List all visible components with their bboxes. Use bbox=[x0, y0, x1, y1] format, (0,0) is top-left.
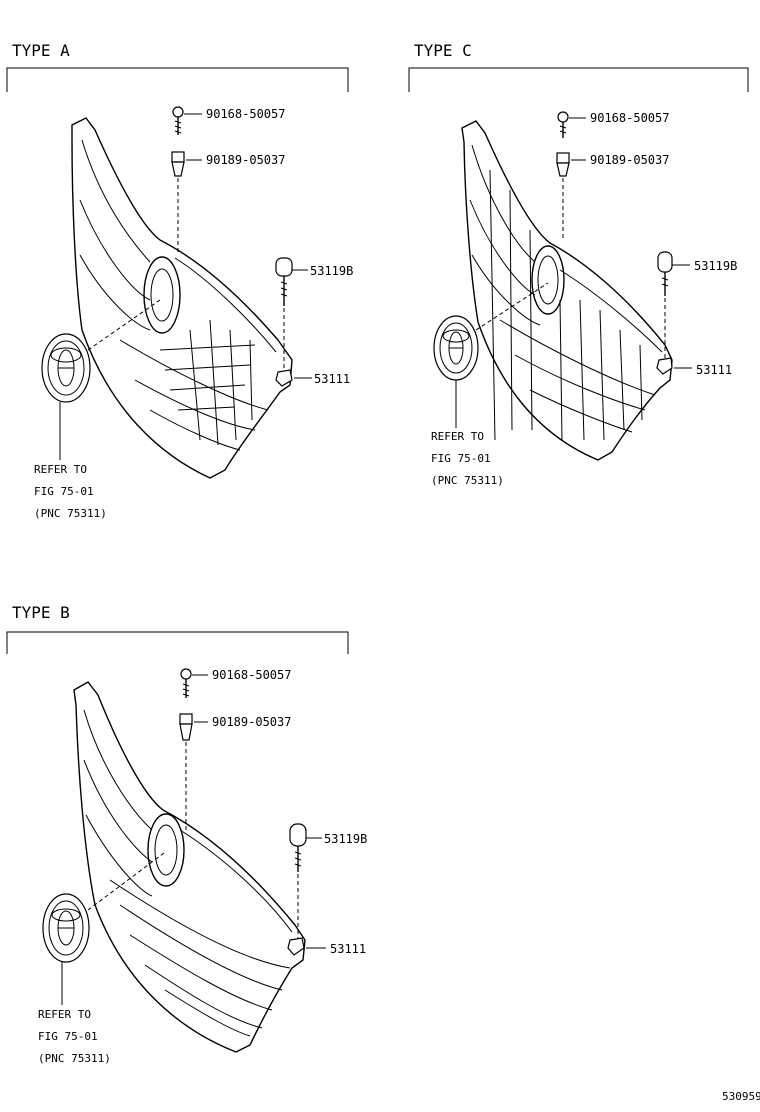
radiator-grille bbox=[73, 681, 306, 1053]
panel-title: TYPE C bbox=[414, 41, 472, 60]
part-label-pin: 53119B bbox=[310, 264, 353, 278]
part-label-clip: 90189-05037 bbox=[212, 715, 291, 729]
panel-bracket bbox=[6, 67, 349, 92]
refer-line-3: (PNC 75311) bbox=[38, 1052, 111, 1065]
clip-nut bbox=[171, 151, 185, 177]
part-label-grille: 53111 bbox=[314, 372, 350, 386]
part-label-grille: 53111 bbox=[696, 363, 732, 377]
grille-emblem bbox=[42, 893, 90, 963]
grille-emblem bbox=[41, 333, 91, 403]
pin bbox=[657, 251, 673, 296]
refer-line-2: FIG 75-01 bbox=[431, 452, 491, 465]
part-label-screw: 90168-50057 bbox=[212, 668, 291, 682]
part-label-pin: 53119B bbox=[694, 259, 737, 273]
panel-type-a: TYPE A bbox=[6, 41, 353, 520]
clip-nut bbox=[179, 713, 193, 741]
screw bbox=[557, 111, 569, 138]
refer-line-2: FIG 75-01 bbox=[38, 1030, 98, 1043]
clip-nut bbox=[556, 152, 570, 177]
refer-line-3: (PNC 75311) bbox=[431, 474, 504, 487]
pin bbox=[289, 823, 307, 872]
figure-code: 530959E bbox=[722, 1090, 760, 1103]
part-label-grille: 53111 bbox=[330, 942, 366, 956]
part-label-clip: 90189-05037 bbox=[206, 153, 285, 167]
panel-title: TYPE A bbox=[12, 41, 70, 60]
pin bbox=[275, 257, 293, 306]
refer-line-2: FIG 75-01 bbox=[34, 485, 94, 498]
panel-bracket bbox=[6, 631, 349, 654]
screw bbox=[180, 668, 192, 698]
radiator-grille bbox=[461, 120, 673, 461]
refer-line-3: (PNC 75311) bbox=[34, 507, 107, 520]
panel-type-c: TYPE C bbox=[408, 41, 749, 487]
refer-line-1: REFER TO bbox=[34, 463, 87, 476]
panel-title: TYPE B bbox=[12, 603, 70, 622]
radiator-grille bbox=[71, 117, 293, 479]
refer-line-1: REFER TO bbox=[431, 430, 484, 443]
part-label-screw: 90168-50057 bbox=[590, 111, 669, 125]
panel-bracket bbox=[408, 67, 749, 92]
screw bbox=[172, 106, 184, 135]
part-label-clip: 90189-05037 bbox=[590, 153, 669, 167]
part-label-screw: 90168-50057 bbox=[206, 107, 285, 121]
refer-line-1: REFER TO bbox=[38, 1008, 91, 1021]
grille-emblem bbox=[433, 315, 479, 381]
part-label-pin: 53119B bbox=[324, 832, 367, 846]
panel-type-b: TYPE B bbox=[6, 603, 367, 1065]
